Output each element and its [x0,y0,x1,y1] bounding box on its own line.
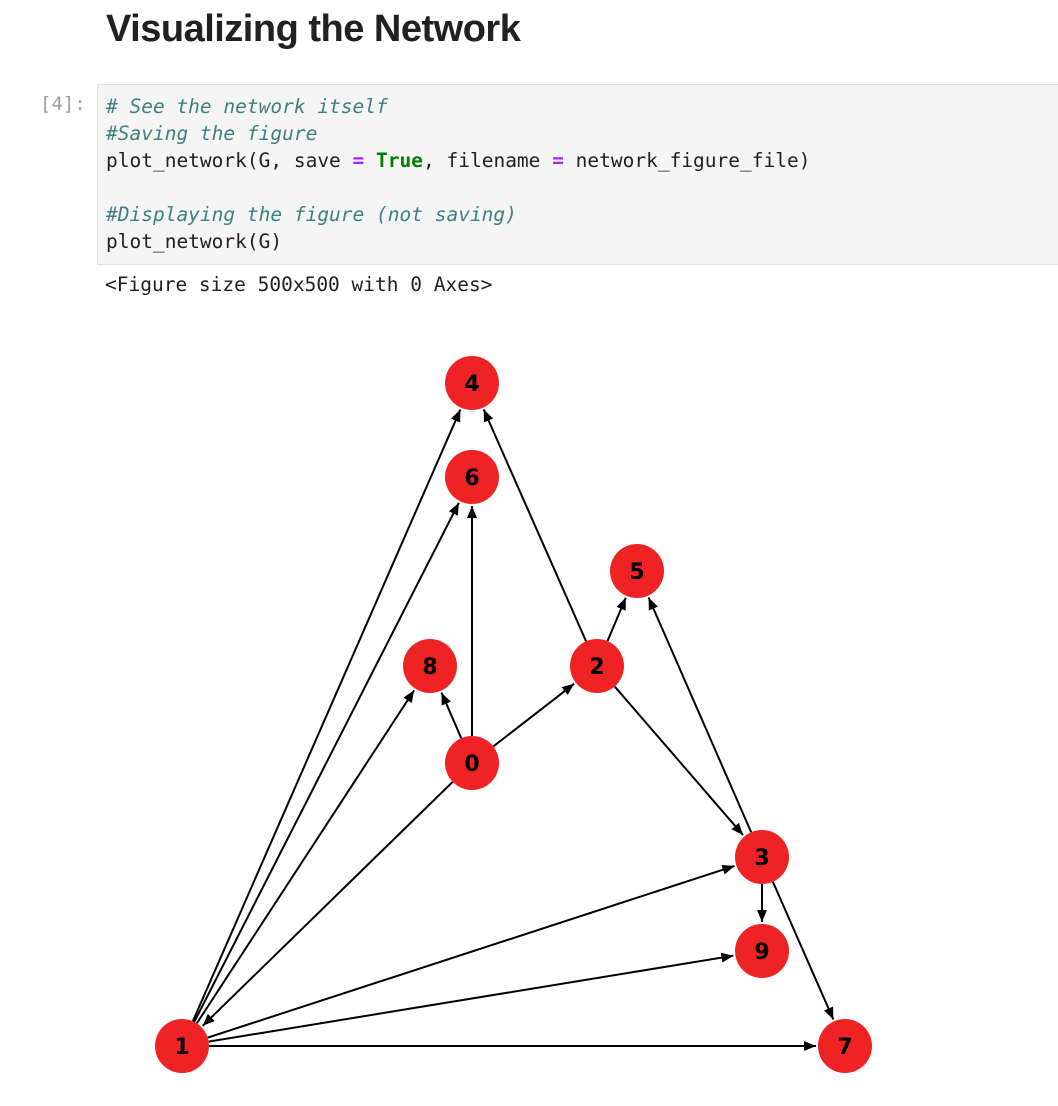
code-comment: #Displaying the figure (not saving) [106,203,517,226]
node-4: 4 [445,356,499,410]
node-8: 8 [403,639,457,693]
edge-3-7 [771,881,835,1020]
node-circle [818,1019,872,1073]
code-line-3: plot_network(G, save = True, filename = … [106,147,810,174]
node-circle [445,736,499,790]
node-circle [445,450,499,504]
code-text: , filename [423,149,553,172]
section-heading: Visualizing the Network [106,8,521,50]
node-label: 1 [174,1035,189,1060]
node-label: 9 [754,940,769,965]
edge-3-5 [647,597,753,833]
code-line-5: #Displaying the figure (not saving) [106,201,810,228]
node-7: 7 [818,1019,872,1073]
node-circle [445,356,499,410]
graph-nodes: 0 1 2 3 4 5 6 7 8 9 [155,356,872,1073]
node-label: 0 [464,752,479,777]
node-2: 2 [570,639,624,693]
edge-1-4 [191,409,462,1022]
edge-0-8 [440,692,463,739]
code-operator: = [552,149,564,172]
code-comment: #Saving the figure [106,122,318,145]
node-label: 6 [464,466,479,491]
node-label: 5 [629,560,644,585]
code-line-2: #Saving the figure [106,120,810,147]
node-circle [735,830,789,884]
code-comment: # See the network itself [106,95,388,118]
node-label: 7 [837,1035,852,1060]
code-keyword: True [376,149,424,172]
edge-1-6 [193,502,460,1023]
code-line-1: # See the network itself [106,93,810,120]
node-circle [570,639,624,693]
code-text: network_figure_file) [563,149,811,172]
node-circle [155,1019,209,1073]
edge-2-5 [606,597,627,642]
node-label: 8 [422,655,437,680]
node-label: 2 [589,655,604,680]
code-cell-input[interactable]: # See the network itself #Saving the figu… [97,84,1058,265]
node-0: 0 [445,736,499,790]
node-5: 5 [610,544,664,598]
edge-0-2 [492,682,575,748]
edge-1-3 [207,864,735,1039]
edge-0-1 [202,781,454,1027]
node-circle [610,544,664,598]
code-text: plot_network(G) [106,230,283,253]
node-1: 1 [155,1019,209,1073]
node-label: 3 [754,846,769,871]
code-line-6: plot_network(G) [106,228,810,255]
node-9: 9 [735,924,789,978]
node-circle [403,639,457,693]
edge-1-9 [208,952,734,1043]
code-editor[interactable]: # See the network itself #Saving the figu… [106,93,810,255]
edge-2-3 [613,685,744,836]
node-label: 4 [464,372,479,397]
node-circle [735,924,789,978]
graph-edges [191,409,835,1051]
code-operator: = [352,149,365,172]
edge-1-8 [195,689,415,1024]
node-6: 6 [445,450,499,504]
cell-execution-prompt: [4]: [40,93,86,115]
code-text: plot_network(G, save [106,149,353,172]
edge-2-4 [482,409,588,642]
cell-output-text: <Figure size 500x500 with 0 Axes> [105,273,493,296]
node-3: 3 [735,830,789,884]
